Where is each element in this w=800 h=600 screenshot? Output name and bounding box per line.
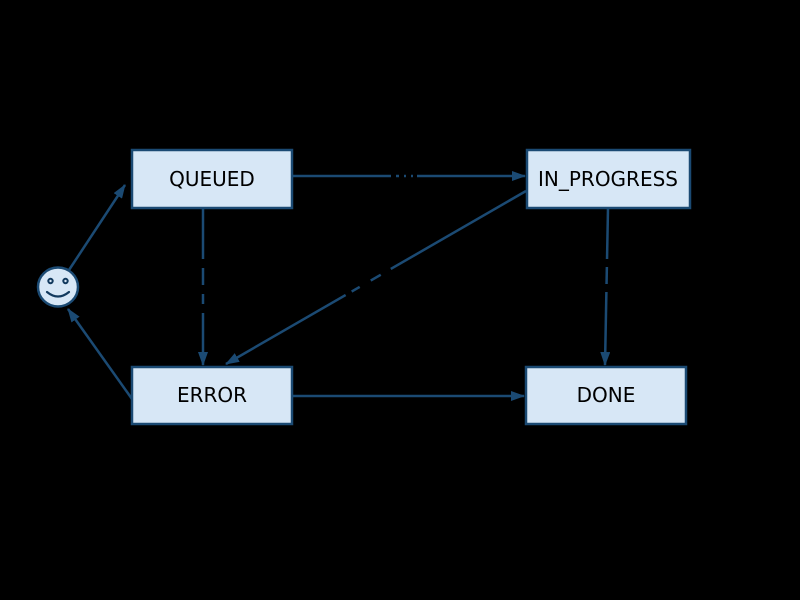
- edge-label-artifact: [603, 259, 611, 267]
- edge-label-artifact: [413, 173, 417, 180]
- edge-label-artifact: [391, 173, 396, 180]
- smiley-left-eye-icon: [47, 277, 54, 285]
- state-node-queued: QUEUED: [130, 148, 294, 210]
- edge-label-artifact: [344, 289, 354, 299]
- edge-error-to-start: [66, 308, 134, 400]
- edge-label-artifact: [358, 277, 373, 291]
- edge-label-artifact: [603, 284, 611, 292]
- state-node-in-progress-label: IN_PROGRESS: [538, 167, 678, 191]
- nodes: QUEUED IN_PROGRESS ERROR DONE: [36, 148, 692, 426]
- edge-start-to-queued: [67, 184, 127, 271]
- smiley-right-eye-icon: [62, 277, 69, 285]
- illegible-edge-labels: [199, 173, 611, 313]
- smiley-face-icon: [36, 266, 80, 308]
- smiley-mouth-icon: [45, 290, 71, 298]
- state-node-done-box: [524, 365, 688, 426]
- edge-label-artifact: [199, 259, 207, 268]
- state-node-queued-label: QUEUED: [169, 167, 255, 191]
- edge-label-artifact: [199, 285, 207, 294]
- edge-label-artifact: [399, 173, 404, 180]
- state-node-done-label: DONE: [577, 383, 636, 407]
- state-node-error: ERROR: [130, 365, 294, 426]
- edge-label-artifact: [199, 304, 207, 313]
- edge-label-artifact: [379, 266, 393, 279]
- state-node-in-progress-box: [525, 148, 692, 210]
- state-node-error-box: [130, 365, 294, 426]
- state-node-in-progress: IN_PROGRESS: [525, 148, 692, 210]
- state-node-done: DONE: [524, 365, 688, 426]
- state-node-queued-box: [130, 148, 294, 210]
- state-node-error-label: ERROR: [177, 383, 247, 407]
- edge-label-artifact: [406, 173, 411, 180]
- start-node: [36, 266, 80, 308]
- edge-in-progress-to-error: [225, 189, 527, 366]
